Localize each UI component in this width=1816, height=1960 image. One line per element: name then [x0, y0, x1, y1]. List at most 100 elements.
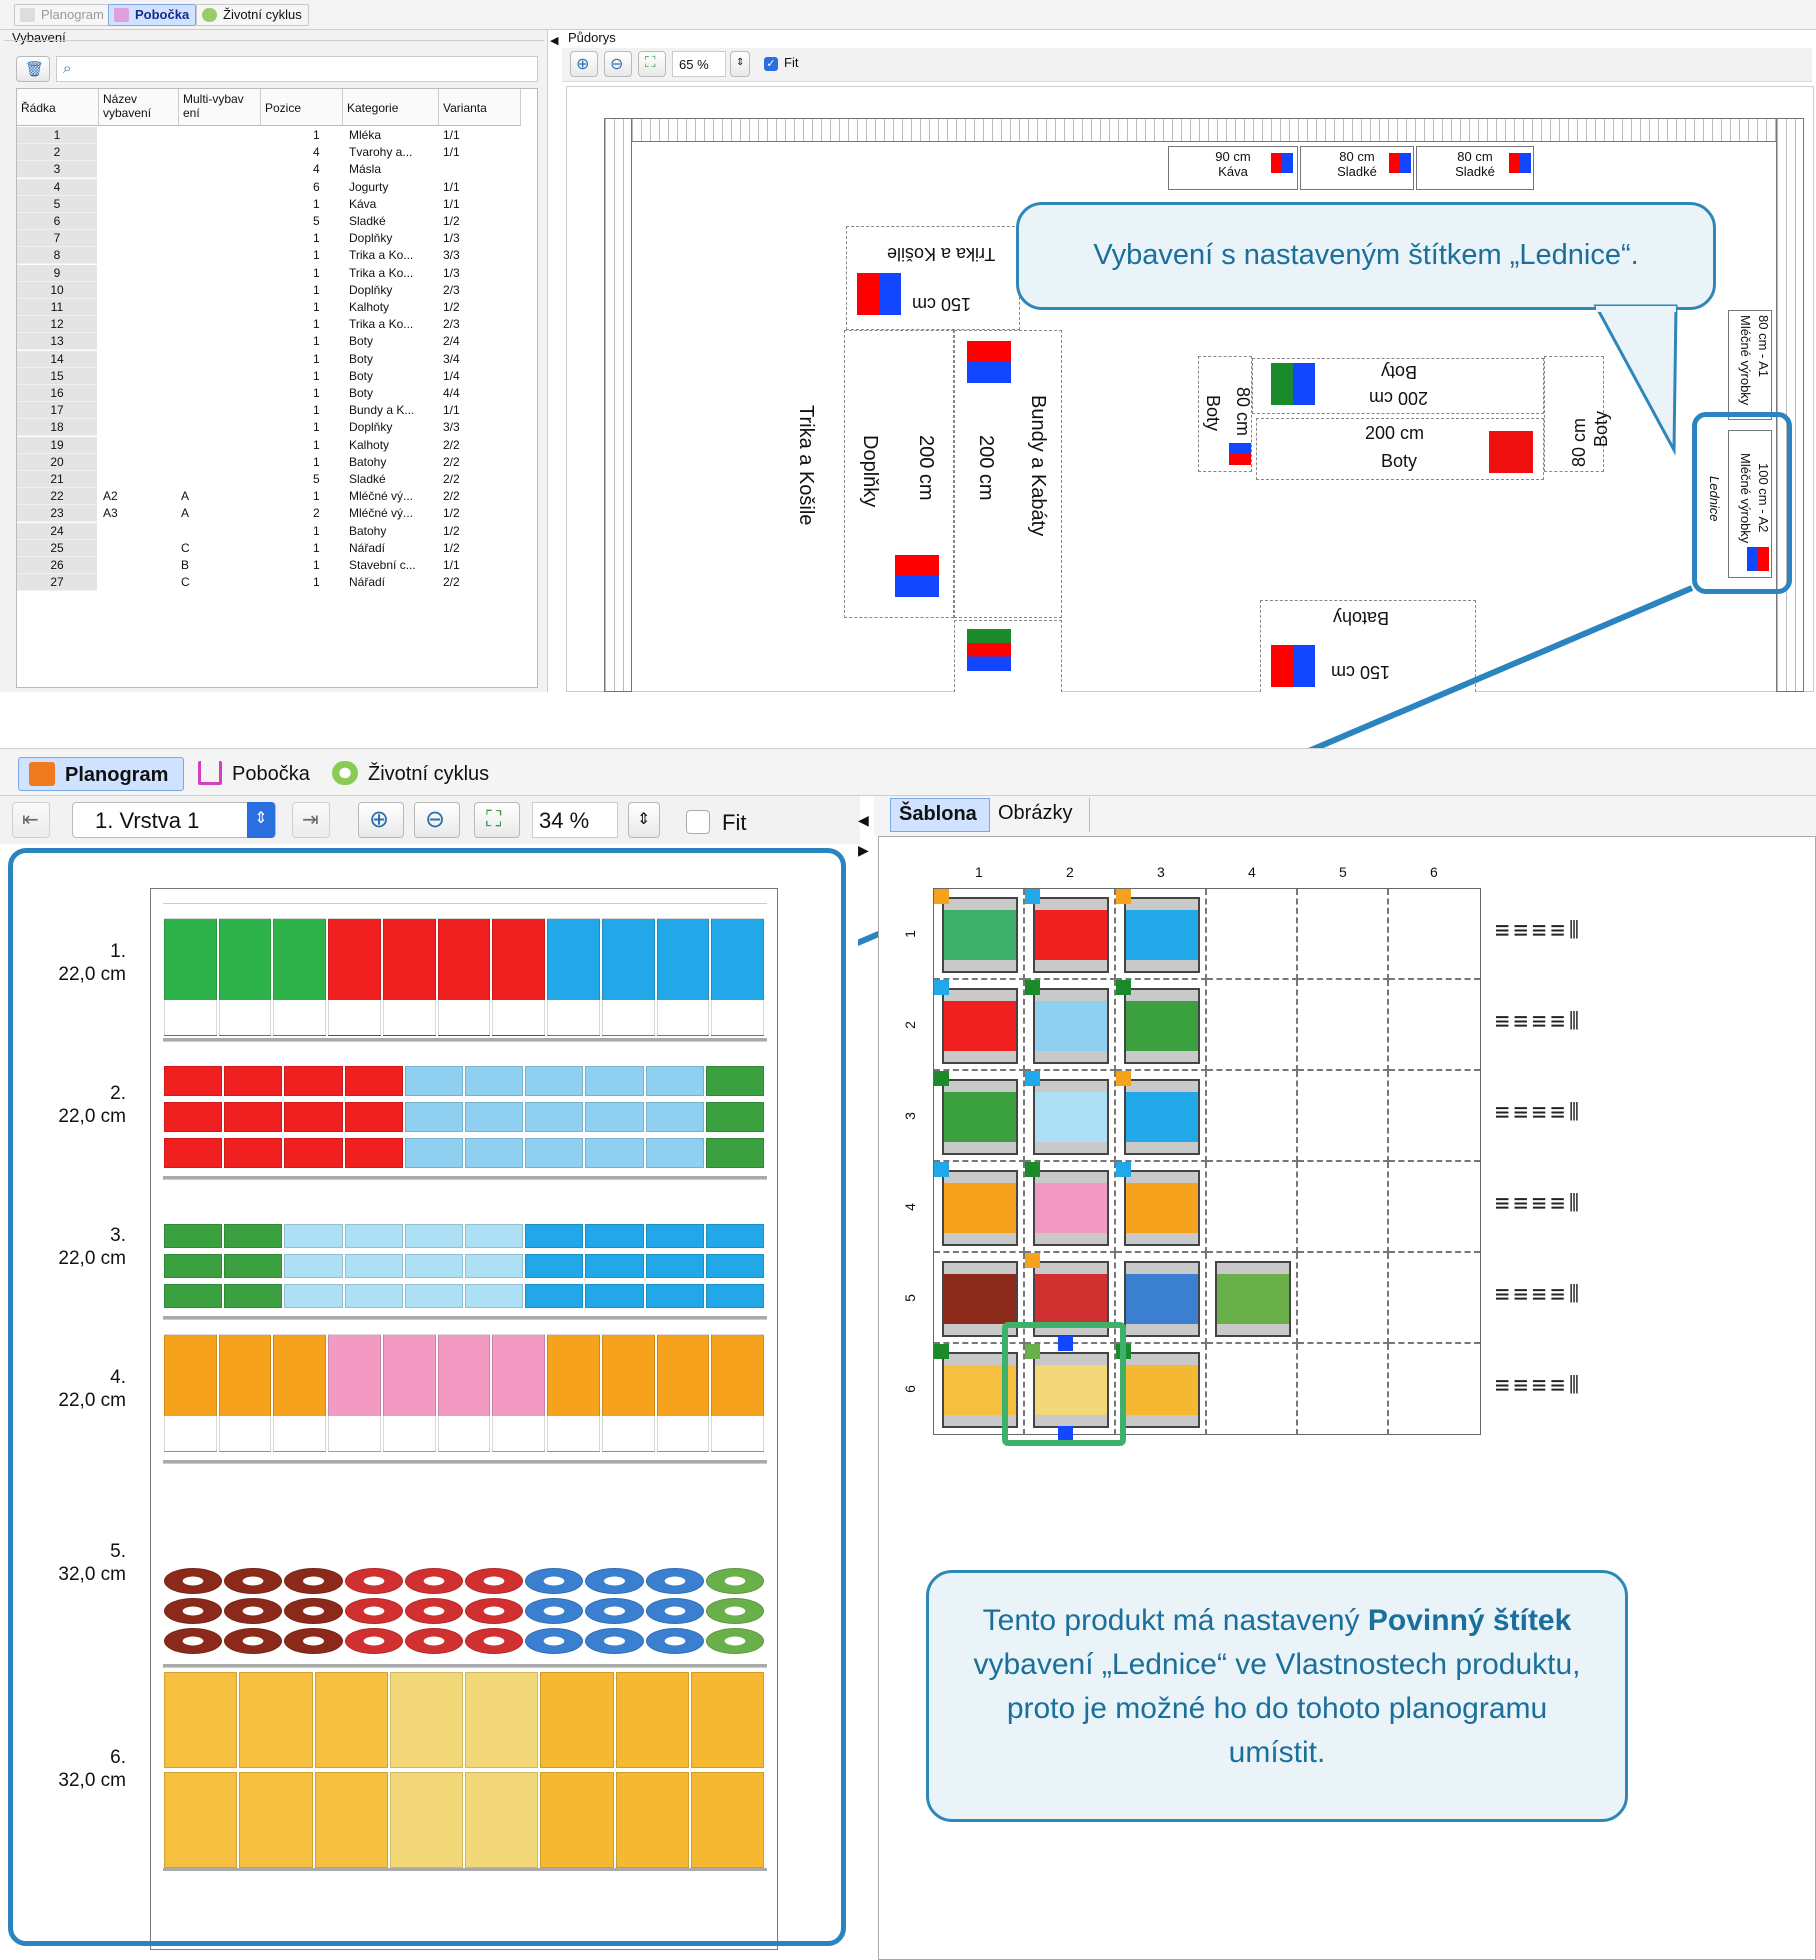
col-header[interactable]: Název vybavení [99, 89, 179, 126]
alignment-options-icon[interactable]: ≡≡≡≡⦀ [1495, 1280, 1584, 1308]
product-facing[interactable] [328, 1334, 381, 1452]
product-facing[interactable] [585, 1066, 644, 1096]
alignment-options-icon[interactable]: ≡≡≡≡⦀ [1495, 916, 1584, 944]
zoom-stepper[interactable]: ⇕ [628, 802, 660, 838]
product-facing[interactable] [465, 1224, 524, 1248]
trash-button[interactable]: 🗑 [16, 56, 50, 82]
product-facing[interactable] [404, 1224, 463, 1248]
product-thumbnail[interactable] [942, 1079, 1018, 1155]
shelf[interactable] [163, 1041, 767, 1179]
shelf[interactable] [163, 1463, 767, 1667]
grid-cell[interactable] [1207, 1162, 1298, 1253]
grid-cell[interactable] [1389, 980, 1480, 1071]
product-facing[interactable] [465, 1672, 539, 1768]
product-thumbnail[interactable] [1124, 988, 1200, 1064]
product-facing[interactable] [525, 1568, 584, 1594]
col-header[interactable]: Pozice [261, 89, 343, 126]
product-facing[interactable] [404, 1102, 463, 1132]
grid-cell[interactable] [1298, 889, 1389, 980]
product-facing[interactable] [404, 1628, 463, 1654]
collapse-arrow-icon[interactable]: ◀ [858, 812, 869, 828]
fixture-boty-side[interactable]: Boty 80 cm [1198, 356, 1253, 472]
product-thumbnail[interactable] [942, 1170, 1018, 1246]
fixture-boty-right[interactable]: 80 cm Boty [1544, 356, 1611, 472]
col-header[interactable]: Varianta [439, 89, 521, 126]
product-facing[interactable] [314, 1772, 388, 1868]
product-thumbnail[interactable] [1124, 1170, 1200, 1246]
product-facing[interactable] [344, 1598, 403, 1624]
product-facing[interactable] [645, 1628, 704, 1654]
product-facing[interactable] [711, 918, 764, 1036]
product-facing[interactable] [645, 1102, 704, 1132]
fixture-batohy[interactable]: Batohy 150 cm [1260, 600, 1476, 692]
product-thumbnail[interactable] [942, 988, 1018, 1064]
grid-cell[interactable] [1025, 889, 1116, 980]
product-facing[interactable] [224, 1568, 283, 1594]
product-facing[interactable] [656, 1334, 710, 1452]
product-facing[interactable] [224, 1102, 283, 1132]
alignment-options-icon[interactable]: ≡≡≡≡⦀ [1495, 1007, 1584, 1035]
floorplan-canvas[interactable] [566, 86, 1814, 692]
grid-cell[interactable] [1389, 1253, 1480, 1344]
product-facing[interactable] [164, 1224, 223, 1248]
product-facing[interactable] [645, 1138, 704, 1168]
product-facing[interactable] [224, 1598, 283, 1624]
product-facing[interactable] [465, 1568, 524, 1594]
product-facing[interactable] [404, 1598, 463, 1624]
alignment-options-icon[interactable]: ≡≡≡≡⦀ [1495, 1189, 1584, 1217]
product-facing[interactable] [465, 1138, 524, 1168]
product-facing[interactable] [465, 1598, 524, 1624]
grid-cell[interactable] [1207, 1253, 1298, 1344]
fixture-boty[interactable]: 200 cm Boty [1256, 418, 1544, 480]
zoom-out-button[interactable]: ⊖ [414, 802, 460, 838]
resize-handle-icon[interactable] [1058, 1426, 1073, 1441]
grid-cell[interactable] [1389, 889, 1480, 980]
product-thumbnail[interactable] [1124, 1352, 1200, 1428]
col-header[interactable]: Řádka [17, 89, 99, 126]
fixture-lednice-a2[interactable]: 100 cm - A2 Mléčné výrobky [1728, 430, 1772, 578]
shelf[interactable] [163, 1179, 767, 1319]
product-thumbnail[interactable] [1033, 897, 1109, 973]
product-facing[interactable] [344, 1568, 403, 1594]
product-facing[interactable] [645, 1598, 704, 1624]
product-facing[interactable] [382, 918, 436, 1036]
shelf[interactable] [163, 1667, 767, 1871]
tab-planogram-top[interactable]: Planogram [14, 4, 111, 26]
grid-cell[interactable] [1116, 1344, 1207, 1435]
grid-cell[interactable] [1207, 889, 1298, 980]
product-facing[interactable] [615, 1772, 689, 1868]
grid-cell[interactable] [934, 889, 1025, 980]
product-facing[interactable] [465, 1772, 539, 1868]
fixture-bundy[interactable]: 200 cm Bundy a Kabáty [954, 330, 1062, 618]
product-facing[interactable] [389, 1672, 463, 1768]
grid-cell[interactable] [1116, 1162, 1207, 1253]
tab-zivotni-cyklus[interactable]: Životní cyklus [328, 757, 514, 791]
product-facing[interactable] [218, 1334, 272, 1452]
product-facing[interactable] [645, 1568, 704, 1594]
product-facing[interactable] [273, 918, 327, 1036]
product-facing[interactable] [585, 1254, 644, 1278]
product-facing[interactable] [164, 918, 217, 1036]
grid-cell[interactable] [1207, 1071, 1298, 1162]
product-facing[interactable] [239, 1772, 313, 1868]
product-facing[interactable] [224, 1254, 283, 1278]
product-thumbnail[interactable] [1033, 1352, 1109, 1428]
grid-cell[interactable] [1298, 1162, 1389, 1253]
grid-cell[interactable] [1116, 889, 1207, 980]
product-facing[interactable] [284, 1598, 343, 1624]
zoom-input[interactable]: 65 % [672, 51, 726, 77]
product-facing[interactable] [690, 1772, 764, 1868]
